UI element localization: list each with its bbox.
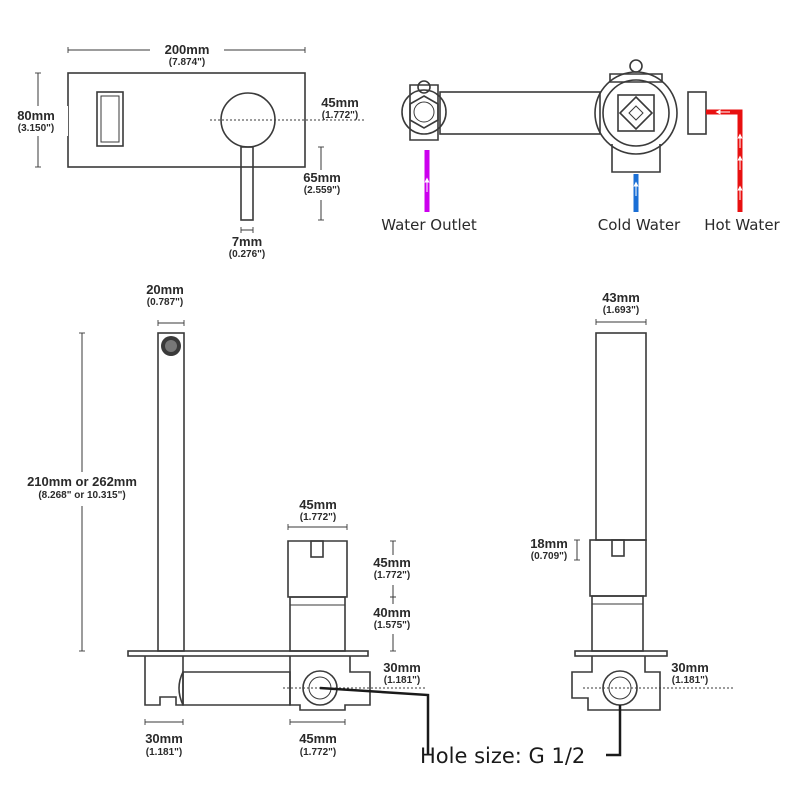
dim-end-handle-mm: 18mm xyxy=(530,536,568,551)
hot-line xyxy=(706,109,743,212)
dim-handle-height-in: (1.772") xyxy=(374,570,410,581)
handle-body xyxy=(289,596,346,652)
dim-lever-width-mm: 7mm xyxy=(232,234,262,249)
dim-base-left-mm: 30mm xyxy=(145,731,183,746)
dim-width-in: (7.874") xyxy=(169,57,205,68)
dim-end-handle-in: (0.709") xyxy=(531,551,567,562)
dim-end-width-in: (1.693") xyxy=(603,305,639,316)
handle-cap-end xyxy=(589,539,647,597)
dim-body-height-in: (1.575") xyxy=(374,620,410,631)
dim-end-width-mm: 43mm xyxy=(602,290,640,305)
spout-end xyxy=(595,332,647,541)
dim-base-right-in: (1.772") xyxy=(300,747,336,758)
dim-depth-mm: 30mm xyxy=(383,660,421,675)
dim-end-depth-in: (1.181") xyxy=(672,675,708,686)
front-view: 200mm (7.874") 80mm (3.150") 45mm (1.772… xyxy=(4,40,365,260)
label-hot-water: Hot Water xyxy=(704,216,780,234)
valve-body xyxy=(594,71,678,155)
pipe-body xyxy=(439,91,601,135)
wall-plate-end xyxy=(574,650,668,657)
dim-width-mm: 200mm xyxy=(165,42,210,57)
dim-lever-mm: 65mm xyxy=(303,170,341,185)
dim-base-right-mm: 45mm xyxy=(299,731,337,746)
side-view: 20mm (0.787") 210mm or 262mm (8.268" or … xyxy=(10,282,426,758)
dim-offset-mm: 45mm xyxy=(321,95,359,110)
dim-lever-width-in: (0.276") xyxy=(229,249,265,260)
spout-outline xyxy=(96,91,124,147)
handle-lever xyxy=(240,146,254,221)
dim-body-height-mm: 40mm xyxy=(373,605,411,620)
dim-spout-height-in: (8.268" or 10.315") xyxy=(38,490,125,501)
dim-spout-height-mm: 210mm or 262mm xyxy=(27,474,137,489)
wall-plate xyxy=(67,72,306,168)
dim-end-depth-mm: 30mm xyxy=(671,660,709,675)
end-view: 43mm (1.693") 18mm (0.709") 30mm (1.181"… xyxy=(530,290,735,711)
dim-handle-width-mm: 45mm xyxy=(299,497,337,512)
label-cold-water: Cold Water xyxy=(598,216,681,234)
dim-height-in: (3.150") xyxy=(18,123,54,134)
hole-size-callout: Hole size: G 1/2 xyxy=(319,686,622,768)
connection-diagram: Water Outlet Cold Water Hot Water xyxy=(381,59,781,234)
spout xyxy=(157,332,185,652)
dim-handle-height-mm: 45mm xyxy=(373,555,411,570)
label-water-outlet: Water Outlet xyxy=(381,216,477,234)
dim-spout-width-mm: 20mm xyxy=(146,282,184,297)
dim-handle-width-in: (1.772") xyxy=(300,512,336,523)
dim-height-mm: 80mm xyxy=(17,108,55,123)
dim-base-left-in: (1.181") xyxy=(146,747,182,758)
outlet-fitting xyxy=(401,89,447,135)
handle-cap xyxy=(287,540,348,598)
dim-depth-in: (1.181") xyxy=(384,675,420,686)
dim-spout-width-in: (0.787") xyxy=(147,297,183,308)
dim-offset-in: (1.772") xyxy=(322,110,358,121)
dim-lever-in: (2.559") xyxy=(304,185,340,196)
hole-size-label: Hole size: G 1/2 xyxy=(420,744,585,768)
wall-plate-side xyxy=(127,650,369,657)
